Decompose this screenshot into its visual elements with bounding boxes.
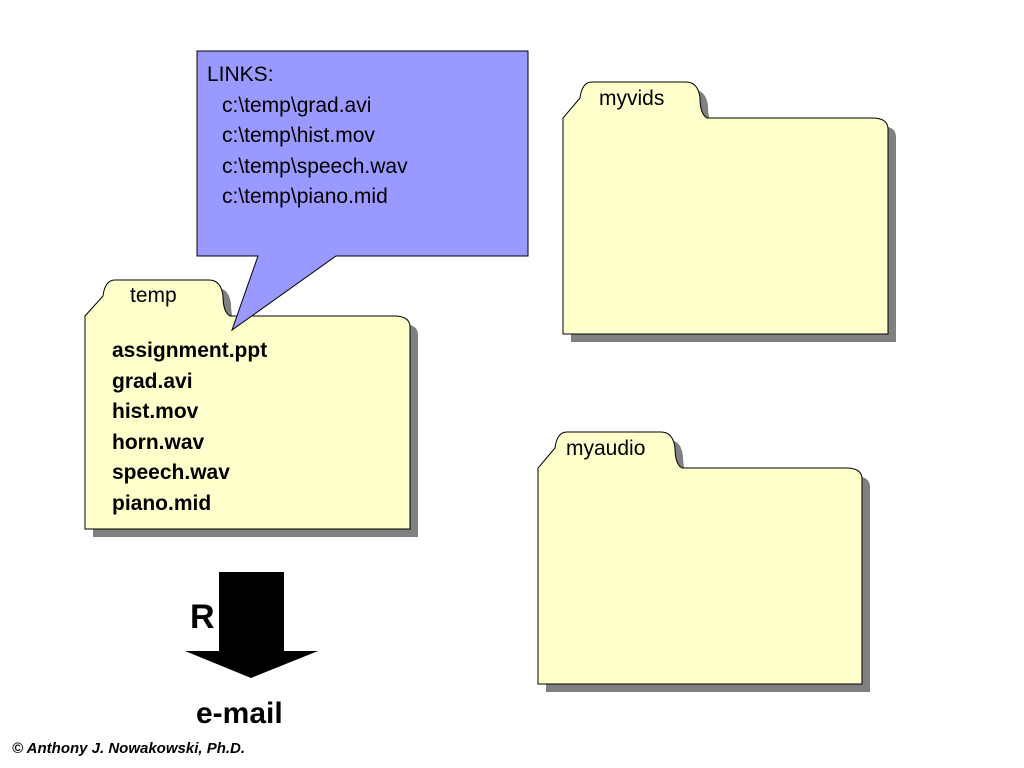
folder-temp[interactable] (84, 279, 418, 537)
folder-myvids[interactable] (562, 81, 896, 342)
link-path: c:\temp\grad.avi (222, 93, 372, 117)
link-path: c:\temp\hist.mov (222, 124, 375, 147)
down-arrow-icon (185, 572, 318, 678)
folder-myaudio-body (537, 431, 863, 685)
folder-myaudio-label: myaudio (566, 437, 646, 460)
folder-temp-label: temp (130, 284, 177, 307)
links-callout-bubble (196, 50, 529, 332)
file-item[interactable]: piano.mid (112, 491, 212, 515)
file-item[interactable]: horn.wav (112, 430, 205, 454)
link-path: c:\temp\speech.wav (222, 154, 408, 178)
file-item[interactable]: assignment.ppt (112, 339, 268, 362)
temp-file-list: assignment.ppt grad.avi hist.mov horn.wa… (112, 336, 267, 519)
file-item[interactable]: grad.avi (112, 369, 193, 393)
arrow-letter-label: R (190, 598, 215, 636)
link-path: c:\temp\piano.mid (222, 185, 388, 208)
links-callout-text: LINKS: c:\temp\grad.avi c:\temp\hist.mov… (207, 60, 408, 213)
email-caption: e-mail (196, 697, 283, 730)
folder-temp-body (84, 279, 411, 530)
file-item[interactable]: hist.mov (112, 400, 199, 423)
folder-myvids-body (562, 81, 889, 335)
folder-myaudio[interactable] (537, 431, 870, 692)
folder-myvids-label: myvids (599, 87, 665, 110)
copyright-notice: © Anthony J. Nowakowski, Ph.D. (12, 740, 246, 757)
file-item[interactable]: speech.wav (112, 461, 230, 484)
links-heading: LINKS: (207, 63, 274, 86)
